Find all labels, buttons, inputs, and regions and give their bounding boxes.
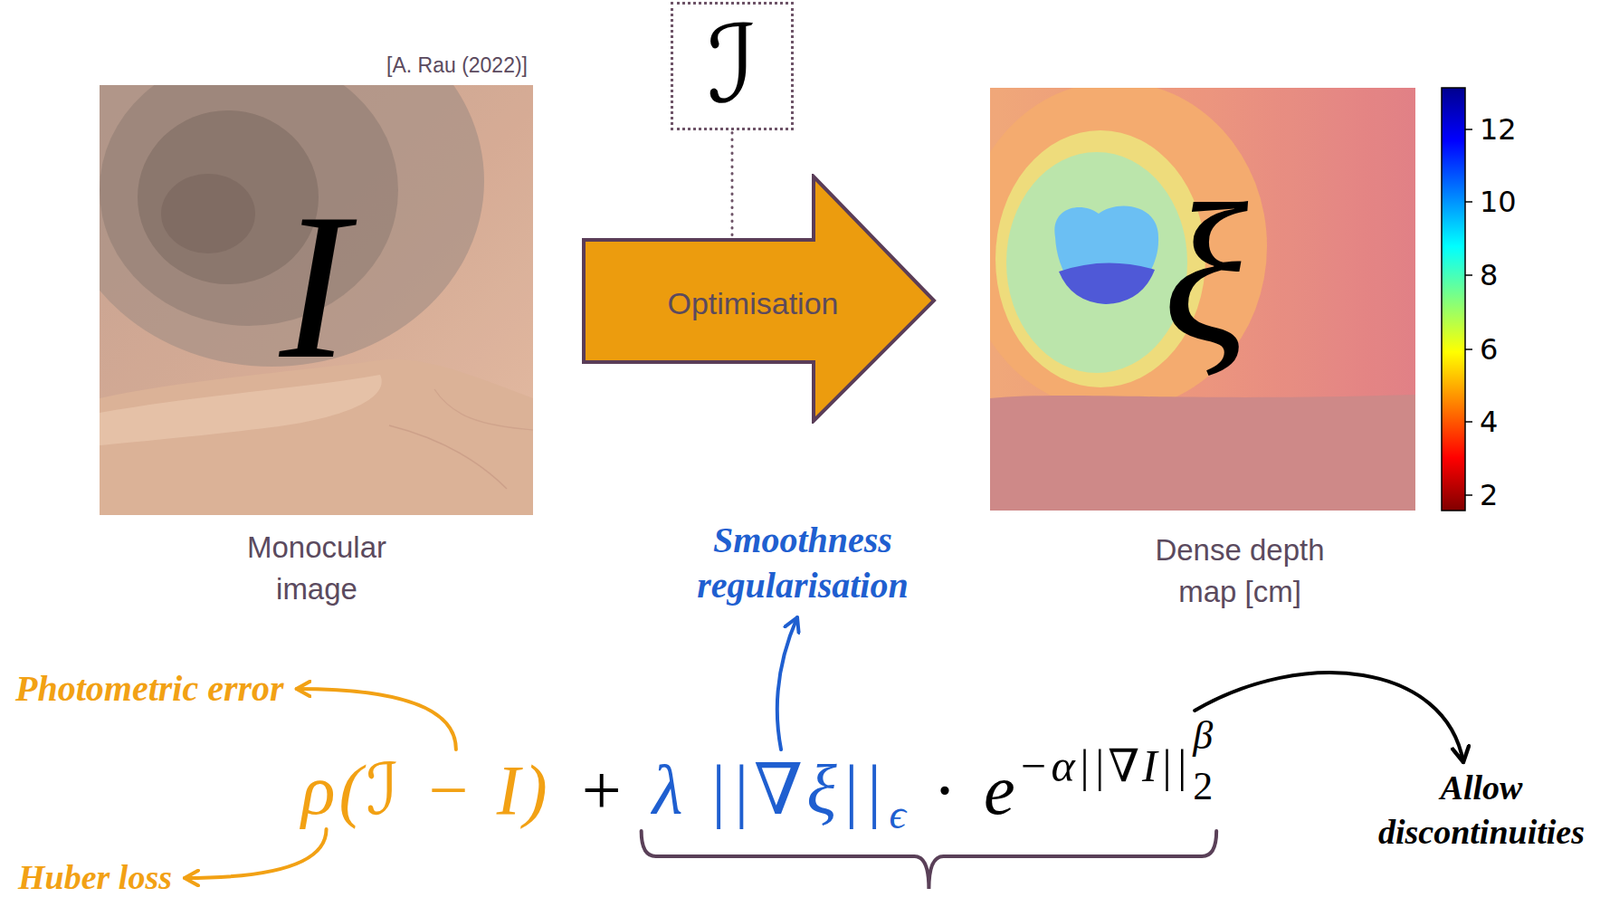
tick — [1465, 420, 1473, 423]
text-slot: Optimisation — [667, 285, 839, 323]
dotted-connector — [731, 133, 734, 239]
annotation: Smoothness regularisation — [666, 517, 939, 609]
colon-photo — [99, 85, 534, 515]
process-arrow: Optimisation — [581, 173, 937, 424]
colorbar-ticks — [1465, 129, 1473, 496]
annotation: Allow discontinuities — [1368, 765, 1595, 856]
symbol-box: ℐ — [670, 1, 794, 131]
depth-map-picture — [990, 87, 1416, 511]
arrow-shape — [583, 176, 934, 421]
equation-term: λ ||∇ξ|| — [652, 754, 887, 826]
annotation: Huber loss — [18, 857, 172, 898]
colorbar — [1441, 87, 1466, 511]
equation-subscript: ϵ — [889, 793, 907, 836]
leader-arrow — [777, 617, 798, 750]
text-slot: Photometric error — [15, 666, 285, 711]
depth-map-panel: ξDense depth map [cm] — [990, 87, 1416, 511]
symbol-letter: ℐ — [706, 12, 757, 120]
process-label: Optimisation — [667, 285, 839, 323]
text-slot: Monocular image — [226, 526, 408, 610]
equation-subscript: 2 — [1192, 766, 1213, 807]
depth-tint — [990, 87, 1416, 511]
text-slot: Allow discontinuities — [1368, 765, 1595, 856]
tissue-ground — [99, 85, 534, 515]
tick-label: 6 — [1479, 332, 1498, 367]
tick — [1465, 494, 1473, 496]
photo-tint — [99, 85, 534, 515]
text-slot: 12 — [1479, 112, 1517, 147]
text-slot: Smoothness regularisation — [666, 517, 939, 609]
text-slot: ℐ — [706, 12, 757, 120]
text-slot: 8 — [1479, 257, 1498, 293]
leader-arrow — [296, 688, 457, 750]
tick-label: 8 — [1479, 257, 1498, 293]
text-slot: ξ — [1162, 173, 1248, 373]
underbrace — [641, 830, 1218, 889]
equation-operator: + — [581, 754, 622, 826]
symbol-letter: ξ — [1162, 173, 1248, 373]
equation-term: e — [983, 754, 1016, 826]
annotation: Photometric error — [15, 666, 285, 711]
equation-superscript: β — [1192, 715, 1213, 756]
equation: ρ(ℐ − I)+λ ||∇ξ||ϵ·e−α||∇I||2β — [301, 754, 1213, 826]
text-slot: Huber loss — [18, 857, 172, 898]
tick-label: 2 — [1479, 477, 1498, 513]
text-slot: [A. Rau (2022)] — [386, 53, 528, 79]
equation-operator: · — [933, 754, 957, 826]
tick-label: 12 — [1479, 112, 1517, 147]
leader-arrow — [184, 828, 327, 878]
citation: [A. Rau (2022)] — [386, 53, 528, 79]
tick — [1465, 200, 1473, 203]
tick-label: 10 — [1479, 184, 1517, 220]
symbol-letter: I — [279, 182, 350, 391]
equation-exponent: −α||∇I|| — [1018, 742, 1191, 789]
image-panel: IMonocular image — [99, 85, 534, 515]
panel-caption: Dense depth map [cm] — [1135, 529, 1344, 613]
equation-term: ρ(ℐ − I) — [301, 754, 552, 826]
text-slot: I — [279, 182, 350, 391]
tick — [1465, 274, 1473, 277]
tick-label: 4 — [1479, 404, 1498, 439]
text-slot: Dense depth map [cm] — [1135, 529, 1344, 613]
text-slot: 4 — [1479, 404, 1498, 439]
panel-caption: Monocular image — [226, 526, 408, 610]
depth-far-ground — [990, 87, 1416, 511]
text-slot: 10 — [1479, 184, 1517, 220]
text-slot: 6 — [1479, 332, 1498, 367]
tick — [1465, 348, 1473, 351]
tick — [1465, 128, 1473, 131]
leader-arrow — [1194, 672, 1464, 762]
text-slot: 2 — [1479, 477, 1498, 513]
